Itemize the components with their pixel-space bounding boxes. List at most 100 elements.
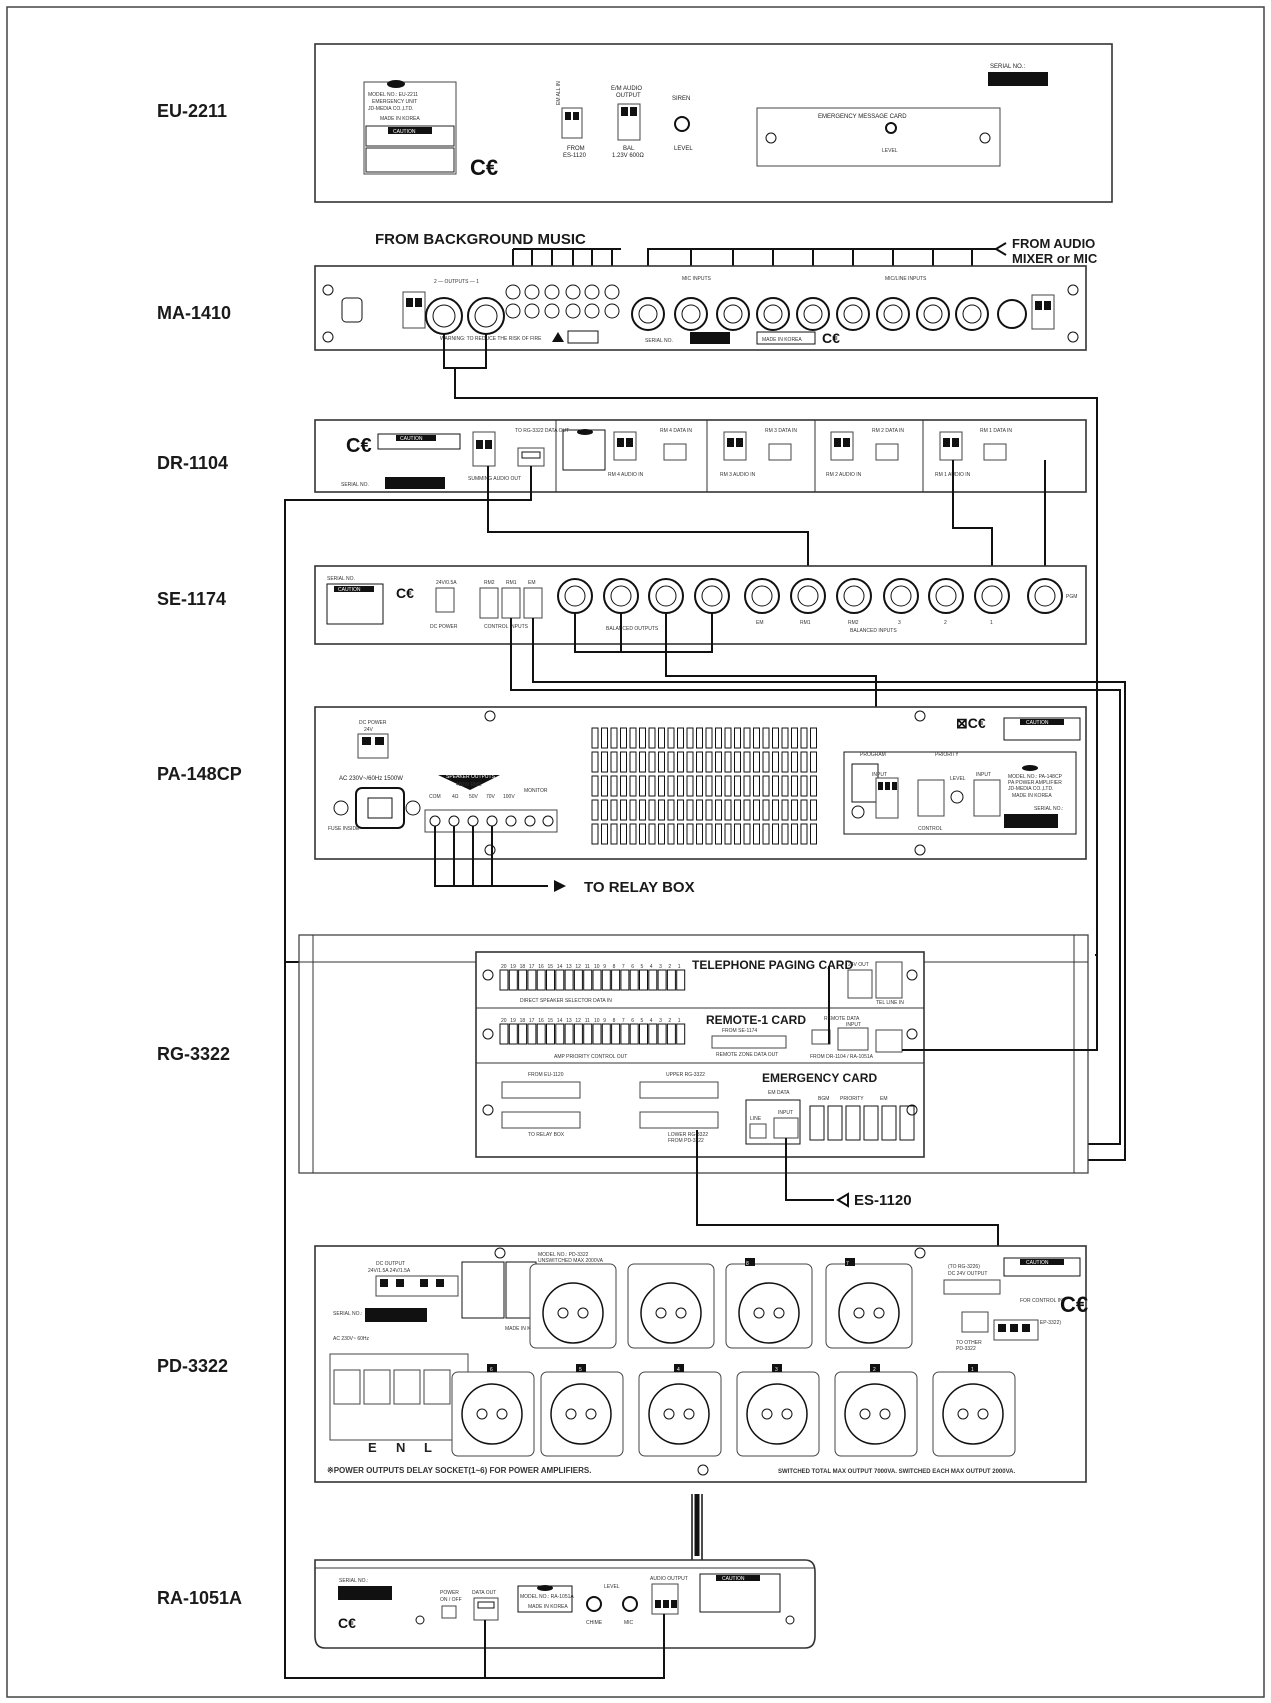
pa148cp-term-4ohm-text: 4Ω (452, 794, 459, 800)
ma1410-power-socket[interactable] (341, 297, 363, 323)
vent-slot (762, 727, 770, 749)
pa148cp-program-level-knob[interactable] (851, 805, 865, 819)
ra1051a-mic-knob[interactable] (622, 1596, 638, 1612)
se1174-control-rm1[interactable] (501, 587, 521, 619)
zone-terminal (508, 1023, 518, 1045)
ra1051a-data-out-rj45[interactable] (473, 1597, 499, 1621)
vent-slot (772, 775, 779, 797)
pd3322-dc-24v-connector[interactable] (943, 1279, 1001, 1295)
vent-slot (715, 751, 722, 773)
pa148cp-priority-input[interactable] (973, 779, 1001, 817)
eu2211-from-src-text: ES-1120 (563, 153, 587, 159)
zone-terminal (499, 969, 509, 991)
dr1104-rm1-data-in[interactable] (983, 443, 1007, 461)
pd3322-to-other-terminal[interactable] (961, 1311, 989, 1333)
ra1051a-caution-text: CAUTION (722, 1576, 745, 1582)
vent-slot (810, 775, 817, 797)
rg3322-remote-terminal[interactable] (875, 1029, 903, 1053)
dr1104-rm4-data-in[interactable] (663, 443, 687, 461)
rg3322-remote-zone-connector[interactable] (711, 1035, 787, 1049)
vent-slot (620, 751, 627, 773)
dr1104-rm4-audio-text: RM 4 AUDIO IN (608, 472, 644, 478)
outlet-face (746, 1383, 808, 1445)
rg3322-lower-rg-connector[interactable] (639, 1111, 719, 1129)
se1174-caution-text: CAUTION (338, 587, 361, 593)
pd3322-breaker-2[interactable] (363, 1369, 391, 1405)
zone-number: 8 (613, 1018, 616, 1024)
ma1410-output-1-xlr[interactable] (467, 297, 505, 335)
rg3322-remote-input-rj45[interactable] (837, 1027, 869, 1051)
vent-slot (734, 775, 741, 797)
brand-logo-icon (537, 1585, 553, 1591)
vent-slot (591, 775, 599, 797)
pa148cp-priority-control[interactable] (917, 779, 945, 817)
vent-slot (686, 727, 694, 749)
pa148cp-model-sub-text: PA POWER AMPLIFIER (1008, 780, 1062, 786)
ra1051a-power-switch[interactable] (441, 1605, 457, 1619)
ma1410-dc-terminal[interactable] (402, 291, 426, 329)
se1174-control-rm2[interactable] (479, 587, 499, 619)
eu2211-level-text: LEVEL (674, 146, 693, 152)
vent-slot (677, 751, 684, 773)
vent-slot (648, 799, 656, 821)
outlet-number-badge (772, 1364, 782, 1372)
rg3322-remote-data-text: REMOTE DATA (824, 1016, 860, 1022)
dr1104-rm2-data-in[interactable] (875, 443, 899, 461)
zone-terminal (601, 969, 611, 991)
vent-slot (658, 775, 665, 797)
eu2211-serial-label: SERIAL NO.: (990, 64, 1025, 70)
vent-slot (677, 799, 684, 821)
pa148cp-program-text: PROGRAM (860, 752, 886, 758)
rg3322-upper-rg-connector[interactable] (639, 1081, 719, 1099)
pd3322-unswitched-text: UNSWITCHED MAX 2000VA (538, 1258, 604, 1264)
zone-number: 16 (538, 1018, 544, 1024)
dr1104-rm3-data-in[interactable] (768, 443, 792, 461)
ma1410-terminal[interactable] (1031, 294, 1055, 330)
vent-slot (762, 775, 770, 797)
outlet-pin (565, 1408, 577, 1420)
pa148cp-level-text: LEVEL (950, 776, 966, 782)
rg3322-to-relay-connector[interactable] (501, 1111, 581, 1129)
ra1051a-chime-knob[interactable] (586, 1596, 602, 1612)
rg3322-tel-24v-out-terminal[interactable] (847, 969, 873, 999)
ma1410-din-socket[interactable] (997, 299, 1027, 329)
dr1104-rm3-data-text: RM 3 DATA IN (765, 428, 797, 434)
ra1051a-audio-output-terminal[interactable] (651, 1583, 679, 1615)
pd3322-outlet-7-text: 7 (846, 1261, 849, 1267)
zone-terminal (573, 969, 583, 991)
rg3322-em-line[interactable] (749, 1123, 767, 1139)
rg3322-remote-link[interactable] (811, 1029, 831, 1045)
se1174-in-rm1-text: RM1 (800, 620, 811, 626)
zone-terminal (536, 969, 546, 991)
vent-slot (705, 727, 713, 749)
pa148cp-priority-text: PRIORITY (935, 752, 959, 758)
se1174-control-inputs-text: CONTROL INPUTS (484, 624, 529, 630)
ma1410-rca-inputs (505, 284, 620, 319)
pd3322-breaker-4[interactable] (423, 1369, 451, 1405)
se1174-control-em[interactable] (523, 587, 543, 619)
outlet-number-badge (870, 1364, 880, 1372)
vent-slot (705, 823, 713, 845)
pd3322-dc-output-terminal[interactable] (375, 1275, 459, 1297)
pa148cp-priority-level-knob[interactable] (950, 790, 964, 804)
pd3322-breaker-1[interactable] (333, 1369, 361, 1405)
zone-number: 2 (668, 964, 671, 970)
zone-terminal (639, 1023, 648, 1045)
se1174-dc-power-terminal[interactable] (435, 587, 455, 613)
rg3322-tel-line-in-terminal[interactable] (875, 961, 903, 999)
rg3322-em-input-rj45[interactable] (773, 1117, 799, 1139)
pd3322-breaker-3[interactable] (393, 1369, 421, 1405)
eu2211-siren-level-knob[interactable] (674, 116, 690, 132)
eu2211-card-level-knob[interactable] (885, 122, 897, 134)
eu2211-caution-text: CAUTION (393, 129, 416, 135)
vent-slot (743, 823, 751, 845)
callout-to-relay-box: TO RELAY BOX (584, 879, 695, 896)
vent-slot (762, 799, 770, 821)
ma1410-output-2-xlr[interactable] (425, 297, 463, 335)
ra1051a-chime-text: CHIME (586, 1620, 603, 1626)
weee-ce-marks: ⊠C€ (956, 715, 986, 731)
rg3322-from-eu-connector[interactable] (501, 1081, 581, 1099)
pa148cp-term-70v-text: 70V (486, 794, 496, 800)
